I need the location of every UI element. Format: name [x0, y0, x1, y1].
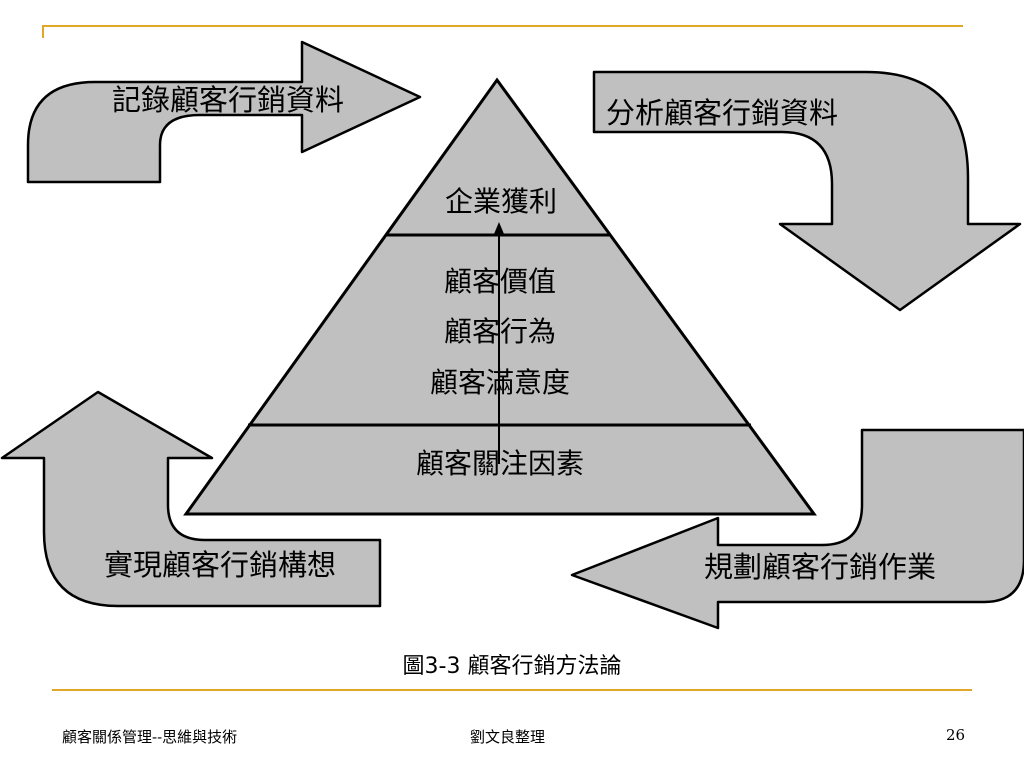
arrow-record-data [26, 40, 422, 184]
footer-author: 劉文良整理 [470, 728, 546, 746]
pyramid-top-label: 企業獲利 [445, 185, 557, 218]
pyramid-middle-label-3: 顧客滿意度 [430, 366, 570, 399]
arrow-label-plan: 規劃顧客行銷作業 [704, 550, 936, 584]
pyramid-bottom-label: 顧客關注因素 [416, 447, 584, 480]
arrow-analyze-data [592, 70, 1022, 312]
pyramid-middle-label-1: 顧客價值 [444, 265, 556, 298]
arrow-label-realize: 實現顧客行銷構想 [104, 548, 336, 582]
arrow-label-record: 記錄顧客行銷資料 [112, 83, 344, 117]
arrow-plan-operations [570, 428, 1024, 630]
footer-course-title: 顧客關係管理--思維與技術 [62, 728, 238, 746]
pyramid-upward-arrowhead [494, 222, 504, 234]
figure-caption: 圖3-3 顧客行銷方法論 [402, 654, 622, 679]
pyramid-middle-label-2: 顧客行為 [444, 315, 556, 348]
header-accent-line [42, 25, 963, 38]
arrow-label-analyze: 分析顧客行銷資料 [606, 96, 838, 130]
footer-page-number: 26 [946, 726, 966, 744]
arrow-realize-ideas [0, 390, 382, 608]
